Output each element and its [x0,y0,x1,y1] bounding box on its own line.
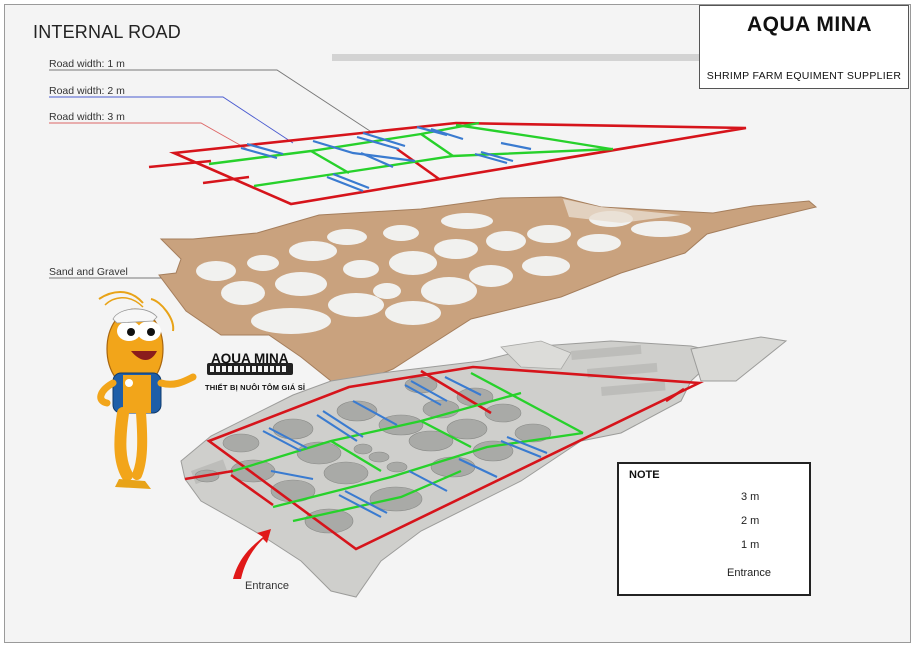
shrimp-mascot [97,291,197,489]
mascot-logo-name: AQUA MINA [211,351,289,366]
road-1m-lines [240,125,532,193]
label-road-width-1m: Road width: 1 m [49,58,125,70]
page-title: INTERNAL ROAD [33,22,181,42]
note-title: NOTE [629,469,660,481]
brand-tagline: SHRIMP FARM EQUIMENT SUPPLIER [706,70,902,82]
brand-logo-box: SHRIMP FARM EQUIMENT SUPPLIER [699,5,909,89]
sand-gravel-layer [158,196,818,384]
mascot-logo-graphic [207,363,293,375]
road-network-layer [148,121,747,206]
legend-2m-label: 2 m [741,515,760,527]
road-3m-outline [168,121,747,206]
entrance-arrow [233,529,271,579]
farm-slab-layer [180,336,788,598]
diagram-canvas [49,14,881,598]
mascot-logo-subtitle: THIẾT BỊ NUÔI TÔM GIÁ SỈ [205,383,306,392]
diagram-frame: INTERNAL ROAD SHRIMP FARM EQUIMENT SUPPL… [4,4,911,643]
note-legend-box [617,462,811,596]
road-2m-lines [208,121,614,188]
label-entrance: Entrance [245,580,290,592]
brand-name: AQUA MINA [747,13,873,36]
legend-entrance-label: Entrance [727,567,772,579]
farm-road-3m [206,365,704,551]
farm-roads [184,365,704,551]
label-road-width-2m: Road width: 2 m [49,85,125,97]
title-underline-bar [332,54,700,61]
label-road-width-3m: Road width: 3 m [49,111,125,123]
sand-pond-cutouts [196,211,691,334]
legend-3m-label: 3 m [741,491,760,503]
legend-1m-label: 1 m [741,539,760,551]
label-sand-gravel: Sand and Gravel [49,266,128,278]
